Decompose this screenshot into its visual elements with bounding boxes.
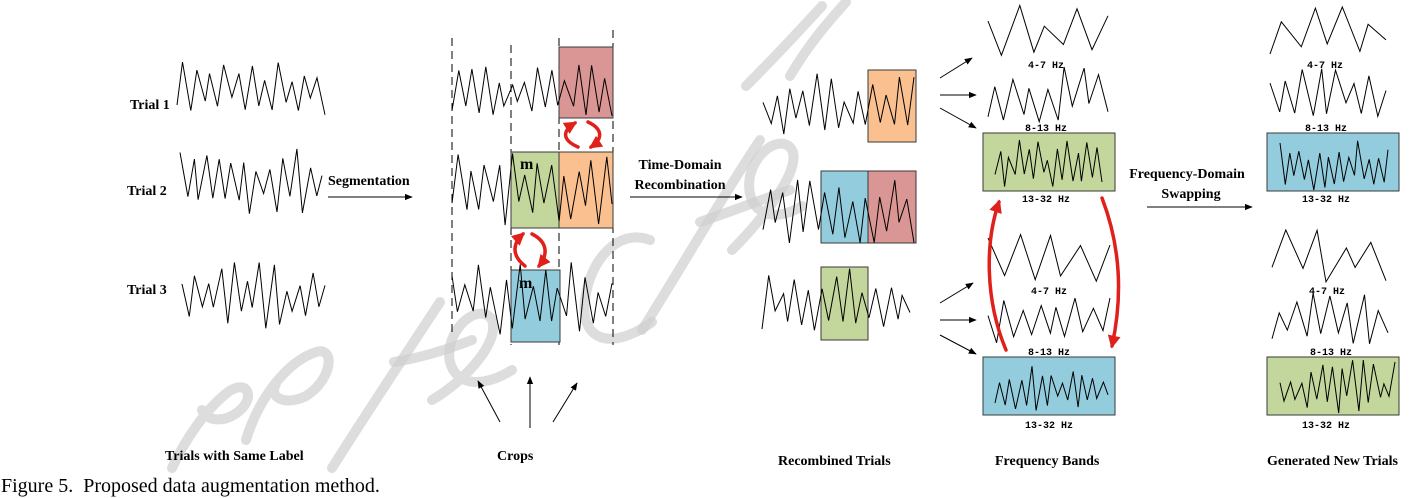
band-label-13-32: 13-32 Hz	[1025, 421, 1073, 432]
new-trial-2-low-waveform	[1271, 228, 1387, 284]
band-2-low-waveform	[987, 233, 1111, 283]
crop-box-trial-3-blue	[510, 269, 561, 343]
swap-arrow-down	[586, 120, 604, 149]
new-trial-1-high-waveform	[1279, 140, 1389, 191]
band-split-arrow	[939, 334, 977, 355]
band-split-arrow	[939, 107, 977, 129]
new-trial-2-mid-waveform	[1271, 293, 1389, 344]
frequency-domain-label: Frequency-Domain	[1129, 167, 1245, 182]
new-band-label-13-32: 13-32 Hz	[1302, 421, 1350, 432]
band-swap-arrow-up	[987, 199, 1008, 352]
waveforms	[176, 3, 1396, 414]
crop-trial-2-waveform	[451, 153, 613, 226]
band-split-arrow	[939, 57, 973, 79]
recombination-label: Recombination	[635, 178, 726, 193]
crop-trial-3-waveform	[451, 262, 613, 335]
labels: Trial 1 Trial 2 Trial 3 Segmentation Tim…	[1, 61, 1398, 497]
flow-arrows	[328, 57, 1253, 428]
trial-1-label: Trial 1	[130, 98, 170, 113]
band-box-2-blue	[982, 356, 1116, 416]
crop-trial-1-waveform	[451, 64, 613, 116]
new-band-label-4-7: 4-7 Hz	[1307, 61, 1343, 72]
band-label-8-13: 8-13 Hz	[1028, 348, 1070, 359]
band-label-4-7: 4-7 Hz	[1028, 61, 1064, 72]
recombined-group-label: Recombined Trials	[778, 454, 891, 469]
recombined-trial-3-waveform	[761, 268, 911, 331]
segment-boxes	[510, 46, 1400, 416]
time-domain-label: Time-Domain	[639, 158, 722, 173]
crops-group-label: Crops	[497, 449, 534, 464]
band-2-high-waveform	[994, 366, 1109, 411]
band-1-high-waveform	[994, 139, 1103, 187]
recombined-trial-1-waveform	[762, 73, 915, 135]
crop-pointer-arrow	[552, 382, 578, 423]
band-split-arrow	[939, 282, 974, 304]
trial-1-waveform	[176, 62, 326, 115]
swap-arrow-down	[530, 232, 551, 269]
crop-pointer-arrow	[477, 380, 501, 423]
swap-arrow-up	[562, 121, 580, 149]
recombined-box-1-orange	[867, 69, 917, 143]
crop-box-trial-2-orange	[558, 151, 614, 229]
band-1-low-waveform	[987, 3, 1109, 57]
band-label-8-13: 8-13 Hz	[1025, 124, 1067, 135]
band-label-13-32: 13-32 Hz	[1022, 195, 1070, 206]
trial-2-label: Trial 2	[127, 184, 167, 199]
band-label-4-7: 4-7 Hz	[1031, 287, 1067, 298]
band-swap-arrow-down	[1100, 196, 1121, 349]
segment-mark-m: m	[520, 156, 534, 173]
new-trial-1-mid-waveform	[1269, 68, 1387, 119]
segmentation-label: Segmentation	[328, 174, 410, 189]
trial-2-waveform	[179, 148, 323, 214]
band-1-mid-waveform	[987, 66, 1109, 124]
new-band-label-4-7: 4-7 Hz	[1309, 287, 1345, 298]
new-band-label-8-13: 8-13 Hz	[1310, 348, 1352, 359]
new-band-label-13-32: 13-32 Hz	[1302, 195, 1350, 206]
new-band-label-8-13: 8-13 Hz	[1305, 124, 1347, 135]
frequency-bands-group-label: Frequency Bands	[995, 454, 1100, 469]
generated-group-label: Generated New Trials	[1267, 454, 1398, 469]
new-trial-1-low-waveform	[1269, 5, 1387, 55]
trials-group-label: Trials with Same Label	[165, 449, 304, 464]
swap-arrows	[510, 120, 1121, 352]
swapping-label: Swapping	[1161, 187, 1220, 202]
recombined-box-3-green	[820, 266, 869, 341]
trial-3-waveform	[181, 262, 326, 329]
segment-mark-m: m	[519, 275, 533, 292]
swap-arrow-up	[510, 232, 527, 268]
new-trial-box-2-green	[1266, 356, 1400, 416]
band-2-mid-waveform	[987, 297, 1111, 343]
new-trial-2-high-waveform	[1279, 359, 1396, 414]
recombined-trial-2-waveform	[762, 179, 915, 243]
crop-box-trial-1-red	[558, 46, 614, 119]
trial-3-label: Trial 3	[127, 283, 167, 298]
watermark	[167, 0, 851, 473]
figure-caption: Figure 5. Proposed data augmentation met…	[1, 475, 380, 497]
